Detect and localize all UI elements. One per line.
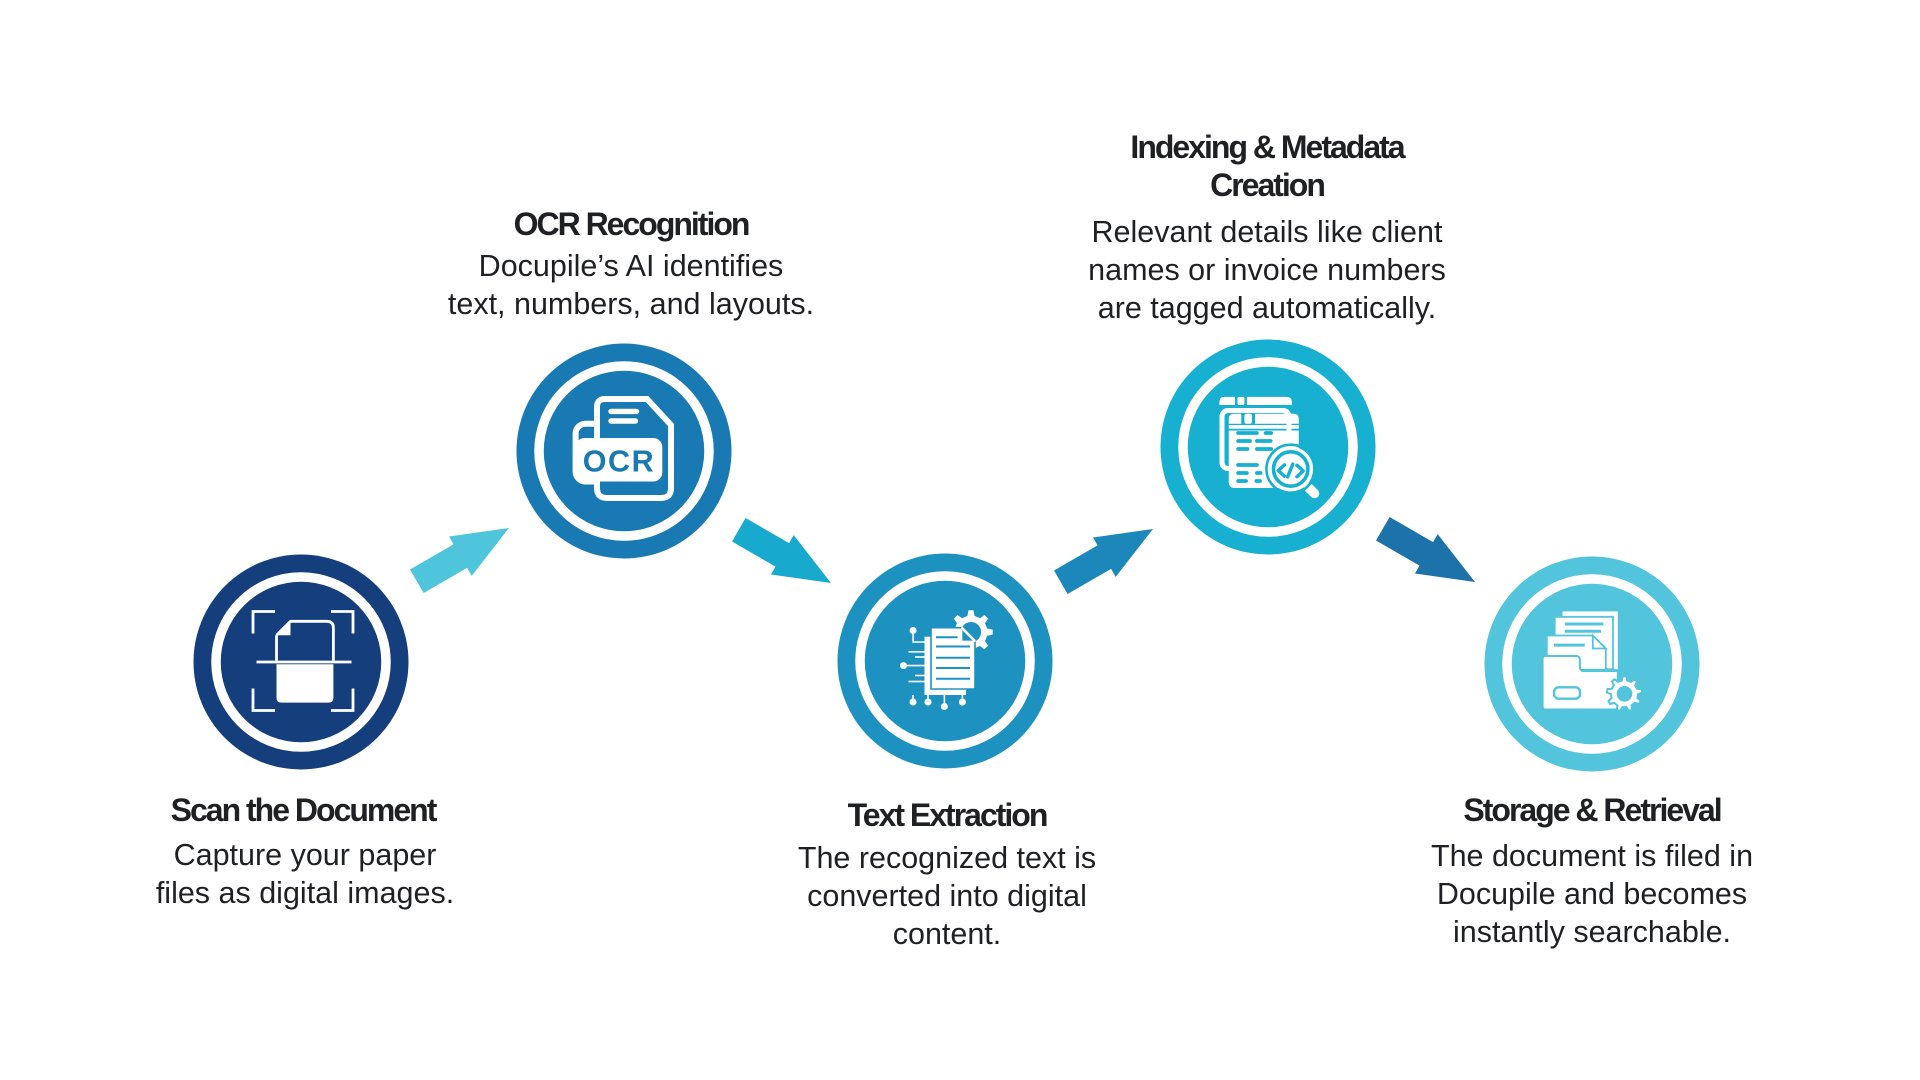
svg-text:OCR: OCR	[583, 444, 656, 478]
